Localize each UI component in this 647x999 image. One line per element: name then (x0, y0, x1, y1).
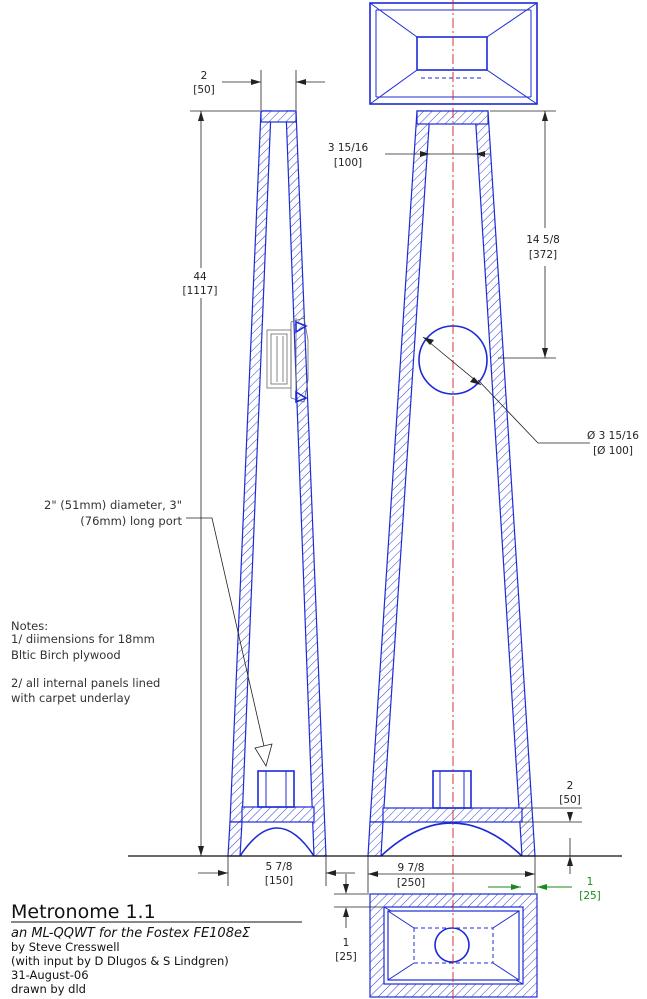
dim-bottom-thickness: 1 [25] (334, 874, 383, 963)
side-left-wall (229, 110, 272, 823)
dim-inner-top-imperial: 3 15/16 (328, 142, 369, 154)
dim-base-panel-imperial: 2 (567, 780, 574, 792)
dim-driver-diameter: Ø 3 15/16 [Ø 100] (422, 336, 639, 457)
notes-line-1: 1/ diimensions for 18mm (11, 632, 155, 646)
dim-height-imperial: 44 (193, 271, 207, 283)
dim-driver-height-imperial: 14 5/8 (526, 234, 560, 246)
dim-wall-thickness-imperial: 1 (587, 876, 594, 888)
front-top-cap (416, 110, 489, 125)
dim-top-width-imperial: 2 (201, 70, 208, 82)
dim-driver-diameter-metric: [Ø 100] (593, 445, 633, 457)
port-label-line1: 2" (51mm) diameter, 3" (44, 498, 182, 512)
dim-height: 44 [1117] (183, 110, 260, 856)
notes-heading: Notes: (11, 619, 48, 633)
dim-bottom-thickness-metric: [25] (335, 951, 357, 963)
side-right-wall (285, 110, 327, 857)
front-left-wall (369, 110, 431, 823)
side-base-arch (239, 827, 315, 857)
side-port-tube (257, 770, 295, 808)
dim-side-base-metric: [150] (265, 875, 293, 887)
credit-line-1: by Steve Cresswell (11, 940, 120, 954)
bottom-port-hole (434, 927, 470, 963)
dim-inner-top-width: 3 15/16 [100] (328, 142, 490, 169)
dim-wall-thickness-metric: [25] (579, 890, 601, 902)
title-block: Metronome 1.1 an ML-QQWT for the Fostex … (11, 901, 302, 996)
dim-driver-diameter-imperial: Ø 3 15/16 (587, 430, 639, 442)
top-view-outer (369, 2, 538, 105)
dim-top-width: 2 [50] (193, 70, 325, 110)
dim-base-panel-metric: [50] (559, 794, 581, 806)
front-base-panel (382, 807, 523, 823)
dim-base-panel: 2 [50] (522, 780, 582, 874)
dim-height-metric: [1117] (183, 285, 218, 297)
notes-line-2: Bltic Birch plywood (11, 648, 121, 662)
port-callout-arrowhead (254, 743, 273, 767)
dim-driver-height-metric: [372] (529, 249, 557, 261)
notes-block: Notes: 1/ diimensions for 18mm Bltic Bir… (11, 619, 160, 705)
dim-front-base-imperial: 9 7/8 (398, 862, 425, 874)
front-base-arch (380, 822, 523, 857)
dim-front-base: 9 7/8 [250] (367, 856, 536, 893)
dim-front-base-metric: [250] (397, 877, 425, 889)
dim-wall-thickness: 1 [25] (488, 876, 601, 902)
drawing-subtitle: an ML-QQWT for the Fostex FE108eΣ (11, 926, 251, 941)
dim-driver-height: 14 5/8 [372] (490, 110, 560, 359)
dim-side-base: 5 7/8 [150] (198, 856, 355, 887)
notes-line-5: with carpet underlay (11, 691, 131, 705)
side-view (227, 110, 327, 857)
credit-line-3: 31-August-06 (11, 968, 89, 982)
dim-side-base-imperial: 5 7/8 (266, 861, 293, 873)
drawing-title: Metronome 1.1 (11, 901, 156, 923)
top-view-inner (416, 36, 488, 71)
side-driver-silhouette (266, 317, 309, 404)
top-view (369, 2, 538, 105)
dim-top-width-metric: [50] (193, 84, 215, 96)
credit-line-4: drawn by dld (11, 982, 86, 996)
dim-inner-top-metric: [100] (334, 157, 362, 169)
front-right-wall (474, 110, 536, 857)
port-label-line2: (76mm) long port (80, 514, 182, 528)
port-callout: 2" (51mm) diameter, 3" (76mm) long port (44, 498, 273, 767)
side-top-cap (260, 110, 297, 123)
credit-line-2: (with input by D Dlugos & S Lindgren) (11, 954, 229, 968)
bottom-view (369, 893, 538, 998)
front-view (367, 110, 536, 857)
dim-bottom-thickness-imperial: 1 (343, 937, 350, 949)
side-base-panel (241, 806, 315, 823)
front-port-tube (432, 770, 472, 809)
notes-line-4: 2/ all internal panels lined (11, 676, 160, 690)
